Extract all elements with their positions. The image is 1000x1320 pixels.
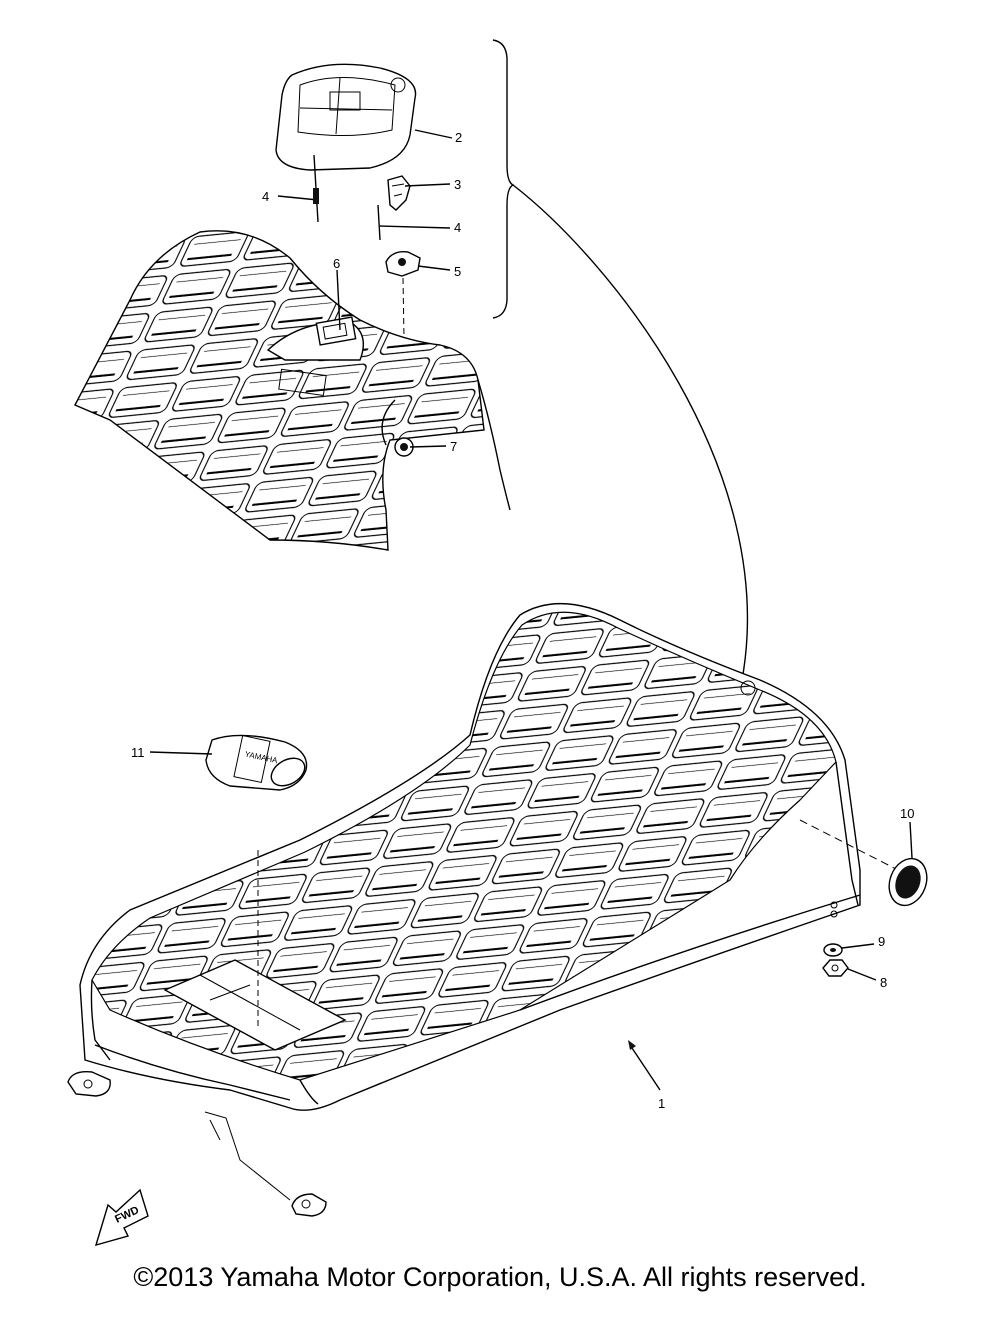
callout-10: 10 xyxy=(900,806,914,821)
copyright-notice: ©2013 Yamaha Motor Corporation, U.S.A. A… xyxy=(133,1262,867,1292)
callout-5: 5 xyxy=(454,264,461,279)
assembly-leader-line xyxy=(512,184,748,681)
callout-9: 9 xyxy=(878,934,885,949)
reflector-part-10 xyxy=(888,821,928,907)
callout-8: 8 xyxy=(880,975,887,990)
bracket-part-5 xyxy=(385,251,451,339)
pin-part-4-right xyxy=(377,204,451,241)
callout-4-right: 4 xyxy=(454,220,461,235)
washer-part-9 xyxy=(823,943,875,957)
callout-6: 6 xyxy=(333,256,340,271)
callout-2: 2 xyxy=(455,130,462,145)
grab-pad-part-2 xyxy=(275,63,453,171)
main-seat-part-1 xyxy=(67,602,899,1217)
rear-seat-detail xyxy=(74,230,511,551)
nut-part-8 xyxy=(822,959,877,981)
callout-3: 3 xyxy=(454,177,461,192)
tool-bag-part-11: YAMAHA xyxy=(149,734,308,791)
group-bracket xyxy=(492,39,515,319)
callout-1: 1 xyxy=(658,1096,665,1111)
pin-part-4-left xyxy=(277,154,319,223)
callout-11: 11 xyxy=(131,745,145,760)
callout-4-left: 4 xyxy=(262,189,269,204)
clip-part-3 xyxy=(387,175,451,211)
forward-arrow-icon: FWD xyxy=(94,1188,149,1247)
callout-7: 7 xyxy=(450,439,457,454)
